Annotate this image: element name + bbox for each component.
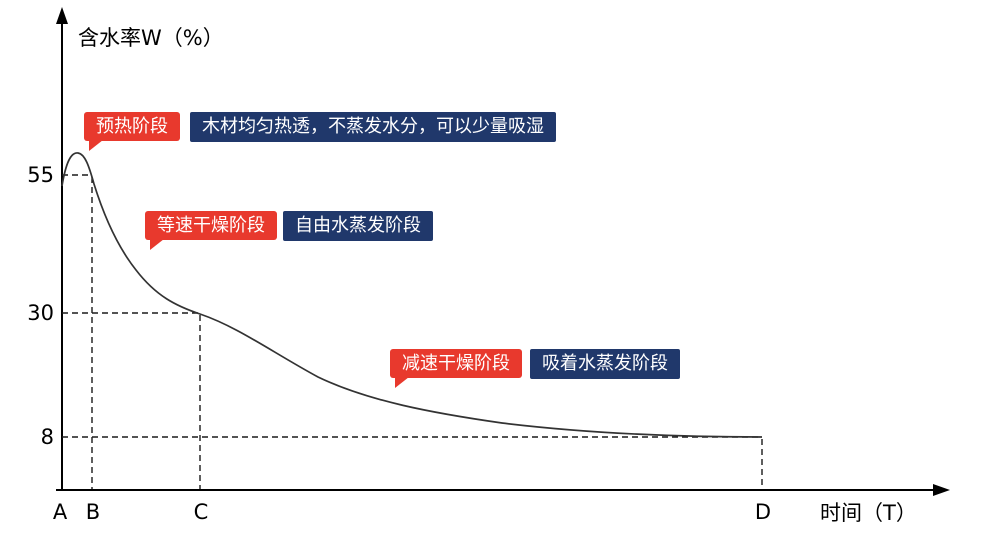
x-axis-arrow bbox=[933, 484, 950, 496]
stage-label-preheat: 预热阶段 bbox=[84, 112, 180, 151]
guide-lines bbox=[62, 174, 763, 489]
stage-desc-preheat: 木材均匀热透，不蒸发水分，可以少量吸湿 bbox=[190, 112, 556, 142]
stage-desc-falling-rate: 吸着水蒸发阶段 bbox=[530, 349, 680, 379]
y-axis bbox=[56, 7, 68, 490]
stage-label-constant-rate: 等速干燥阶段 bbox=[145, 211, 277, 250]
x-axis-title: 时间（T） bbox=[820, 501, 917, 525]
y-tick-55: 55 bbox=[27, 163, 54, 187]
moisture-curve bbox=[61, 152, 763, 438]
y-axis-arrow bbox=[56, 7, 68, 24]
x-point-b: B bbox=[85, 500, 101, 524]
y-tick-8: 8 bbox=[40, 425, 54, 449]
x-point-c: C bbox=[193, 500, 209, 524]
y-axis-title: 含水率W（%） bbox=[78, 26, 224, 50]
x-axis bbox=[56, 484, 950, 496]
stage-label-falling-rate: 减速干燥阶段 bbox=[390, 349, 522, 388]
x-point-a: A bbox=[52, 500, 68, 524]
x-point-d: D bbox=[754, 500, 772, 524]
stage-desc-constant-rate: 自由水蒸发阶段 bbox=[283, 211, 433, 241]
y-tick-30: 30 bbox=[27, 301, 54, 325]
